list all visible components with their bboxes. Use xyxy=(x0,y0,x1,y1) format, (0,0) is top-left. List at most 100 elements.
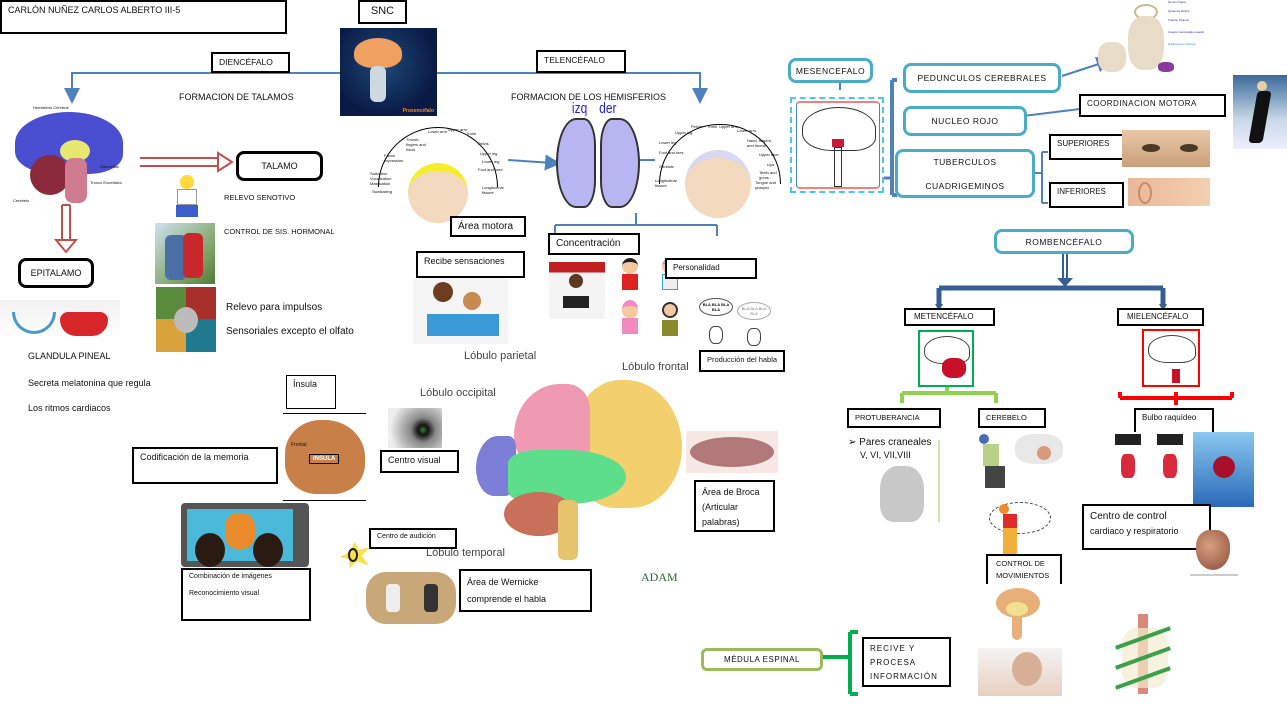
superiores-label: SUPERIORES xyxy=(1057,139,1110,148)
sensory-label: Lower leg xyxy=(659,140,677,145)
diencefalo-subtitle: FORMACION DE TALAMOS xyxy=(179,92,294,102)
epitalamo-box: EPITALAMO xyxy=(18,258,94,288)
sketch-person xyxy=(709,326,723,344)
brain-outline xyxy=(802,107,876,151)
prosencefalo-caption: Prosencéfalo xyxy=(402,108,434,114)
motor-label: Salivation Vocalization Mastication xyxy=(370,171,392,186)
tuberculos-line-1: TUBERCULOS xyxy=(933,156,997,167)
lips-shape xyxy=(690,437,774,467)
lips-image xyxy=(686,431,778,473)
motor-label: Longitudinal fissure xyxy=(482,185,504,195)
combinacion-line-2: Reconocimiento visual xyxy=(189,590,260,597)
wernicke-line-1: Área de Wernicke xyxy=(467,577,539,587)
metencefalo-box: METENCÉFALO xyxy=(904,308,995,326)
sensory-label: Longitudinal fissure xyxy=(655,178,677,188)
brain-section xyxy=(1098,42,1126,72)
sensory-label: Upper arm xyxy=(719,124,738,129)
body xyxy=(662,320,678,336)
children-image xyxy=(413,278,508,344)
centro-control-box: Centro de control cardiaco y respiratori… xyxy=(1082,504,1211,550)
runner-body xyxy=(1248,91,1272,143)
author-name: CARLÓN NUÑEZ CARLOS ALBERTO III-5 xyxy=(8,5,181,15)
motor-label: Upper leg xyxy=(480,151,498,156)
cerebelo-box: CEREBELO xyxy=(978,408,1046,428)
circulation-image xyxy=(1193,432,1254,507)
motor-label: Lower leg xyxy=(482,159,500,164)
sensory-label: Pelvis xyxy=(691,124,702,129)
label-hemisferio: Hemisferio Cerebral xyxy=(33,105,69,110)
sensory-label: Tongue and pharynx xyxy=(755,180,776,190)
epitalamo-item-2: Secreta melatonina que regula xyxy=(28,378,151,388)
epitalamo-item-1: GLANDULA PINEAL xyxy=(28,351,111,361)
person-body xyxy=(983,444,999,466)
right-hemisphere-label: der xyxy=(599,100,617,117)
ear-shape xyxy=(1138,182,1152,204)
epitalamo-label: EPITALAMO xyxy=(30,268,82,278)
coordinacion-box: COORDINACION MOTORA xyxy=(1079,94,1226,117)
pedunculos-box: PEDUNCULOS CEREBRALES xyxy=(903,63,1061,93)
mesencefalo-box: MESENCEFALO xyxy=(788,58,873,83)
diencefalo-shape xyxy=(60,140,90,162)
motor-label: Lower arm xyxy=(428,129,447,134)
head xyxy=(622,300,638,318)
red-nucleus xyxy=(832,139,844,147)
brainstem xyxy=(558,500,578,560)
cerebellum xyxy=(1037,446,1051,460)
brain-shape xyxy=(354,38,402,68)
optic-label: Nervio Óptico xyxy=(1168,0,1187,4)
centro-audicion-label: Centro de audición xyxy=(377,533,436,540)
sensory-label: Lower arm xyxy=(737,128,756,133)
person-head xyxy=(1012,652,1042,686)
centro-control-line-2: cardiaco y respiratorio xyxy=(1090,526,1179,536)
talamo-item-2: CONTROL DE SIS. HORMONAL xyxy=(224,227,335,236)
sensory-label: Hand, fingers, and thumb xyxy=(747,138,772,148)
runner-image xyxy=(1233,75,1287,149)
vertebra-image xyxy=(970,584,1070,644)
cartoon-person-1 xyxy=(620,258,640,292)
to-epitalamo-arrow xyxy=(61,204,71,240)
head xyxy=(622,258,638,274)
bulbo-box: Bulbo raquídeo xyxy=(1134,408,1214,432)
homer-icon xyxy=(172,175,202,221)
pares-line-2: V, VI, VII,VIII xyxy=(860,450,911,460)
broca-line-2: (Articular xyxy=(702,502,739,512)
telencefalo-box: TELENCÉFALO xyxy=(536,50,626,73)
spinous-process xyxy=(1012,616,1022,640)
area-motora-box: Área motora xyxy=(450,216,526,237)
stethoscope-shape xyxy=(12,312,56,334)
mielencefalo-label: MIELENCÉFALO xyxy=(1127,312,1189,321)
brain-outline xyxy=(1148,335,1196,363)
spinal-nerves-image xyxy=(1098,608,1184,700)
person-shape xyxy=(386,584,400,612)
speech-bubble: BLA BLA BLA BLA xyxy=(699,298,733,316)
cortex-section xyxy=(685,150,751,218)
centro-audicion-box: Centro de audición xyxy=(369,528,457,549)
medula-espinal-label: MÉDULA ESPINAL xyxy=(724,655,800,664)
lungs xyxy=(1163,454,1177,478)
lobulo-frontal-label: Lóbulo frontal xyxy=(622,361,689,373)
brain-shape xyxy=(285,420,365,494)
homer-pants xyxy=(176,205,198,217)
lungs xyxy=(1121,454,1135,478)
inferiores-label: INFERIORES xyxy=(1057,187,1106,196)
rombencefalo-label: ROMBENCÉFALO xyxy=(1025,236,1103,247)
motor-label: Thumb, fingers and hand xyxy=(406,137,426,152)
optic-label: Quiasma Óptico xyxy=(1168,9,1190,13)
viewer-head xyxy=(195,533,225,567)
broca-line-1: Área de Broca xyxy=(702,487,760,497)
centro-visual-label: Centro visual xyxy=(388,455,441,465)
recibe-procesa-box: RECIVE Y PROCESA INFORMACIÓN xyxy=(862,637,951,687)
combinacion-box: Combinación de imágenes Reconocimiento v… xyxy=(181,568,311,621)
medula-desc-2: PROCESA xyxy=(870,658,917,667)
superiores-box: SUPERIORES xyxy=(1049,134,1124,160)
laptop-shape xyxy=(563,296,589,308)
sensory-label: Lips xyxy=(767,162,775,167)
viewer-head xyxy=(253,533,283,567)
cortex-section xyxy=(408,163,468,223)
lobulo-occipital-label: Lóbulo occipital xyxy=(420,387,496,399)
insula-brain-image: Frontal INSULA xyxy=(283,413,366,501)
heart xyxy=(1213,456,1235,478)
medula-desc-3: INFORMACIÓN xyxy=(870,672,938,681)
bulbo-highlight xyxy=(1172,369,1180,383)
